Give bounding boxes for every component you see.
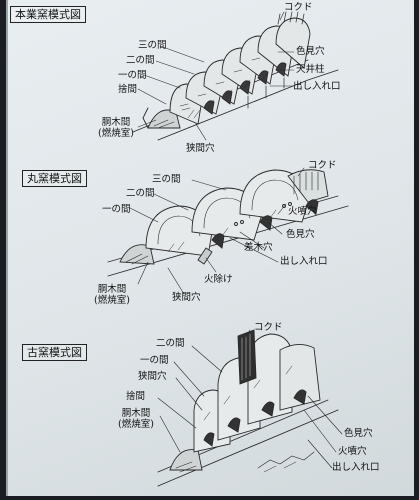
honyo-kiln-drawing: [132, 11, 339, 141]
label-hifuki-ana-3: 火噴穴: [338, 446, 367, 457]
maru-kiln-title: 丸窯模式図: [22, 170, 87, 187]
label-dougi-ma-3-text: 胴木間: [121, 408, 151, 419]
label-ichino-ma-3: 一の間: [140, 355, 169, 366]
label-dougi-ma-2: 胴木間 (燃焼室): [94, 284, 130, 306]
label-irome-ana-2: 色見穴: [286, 229, 315, 240]
label-dashi-ireguchi-2: 出し入れ口: [280, 256, 328, 267]
label-sute-ma-3: 捨間: [126, 391, 146, 402]
label-irome-ana-3: 色見穴: [344, 428, 373, 439]
label-irome-ana: 色見穴: [296, 46, 325, 57]
printed-sheet: 本業窯模式図 コクド 三の間 色見穴 二の間 天井柱 一の間 捨間 出し入れ口 …: [6, 0, 414, 496]
label-sanno-ma: 三の間: [138, 40, 167, 51]
label-kokudo: コクド: [284, 2, 313, 13]
label-hiyoke: 火除け: [204, 274, 233, 285]
label-tenjo-bashira: 天井柱: [296, 64, 325, 75]
label-sanno-ma-2: 三の間: [152, 174, 181, 185]
label-semaguchi-ana-2: 狭間穴: [172, 292, 201, 303]
honyo-kiln-title: 本業窯模式図: [10, 6, 86, 23]
label-dashi-ireguchi-3: 出し入れ口: [332, 462, 380, 473]
label-kokudo-2: コクド: [308, 160, 337, 171]
label-dougi-ma: 胴木間 (燃焼室): [98, 117, 134, 139]
label-ichino-ma-2: 一の間: [102, 204, 131, 215]
label-dashi-ireguchi: 出し入れ口: [293, 81, 341, 92]
label-sute-ma: 捨間: [118, 84, 138, 95]
label-sashiki-ana: 差木穴: [244, 242, 273, 253]
ko-kiln-title: 古窯模式図: [22, 344, 87, 361]
label-semaguchi-ana: 狭間穴: [186, 143, 215, 154]
label-nensho-shitsu-2: (燃焼室): [94, 295, 130, 306]
label-dougi-ma-3: 胴木間 (燃焼室): [118, 408, 154, 430]
label-nensho-shitsu: (燃焼室): [98, 128, 134, 139]
label-nensho-shitsu-3: (燃焼室): [118, 419, 154, 430]
label-nino-ma-2: 二の間: [126, 188, 155, 199]
maru-kiln-drawing: [107, 167, 349, 295]
label-nino-ma: 二の間: [126, 55, 155, 66]
ko-kiln-drawing: [157, 329, 343, 487]
kiln-drawings: [107, 11, 349, 487]
label-hifuki-ana: 火噴穴: [288, 206, 317, 217]
label-dougi-ma-2-text: 胴木間: [97, 284, 127, 295]
label-dougi-ma-text: 胴木間: [101, 117, 131, 128]
label-ichino-ma: 一の間: [118, 70, 147, 81]
label-semaguchi-ana-3: 狭間穴: [138, 371, 167, 382]
label-nino-ma-3: 二の間: [156, 338, 185, 349]
label-kokudo-3: コクド: [254, 322, 283, 333]
